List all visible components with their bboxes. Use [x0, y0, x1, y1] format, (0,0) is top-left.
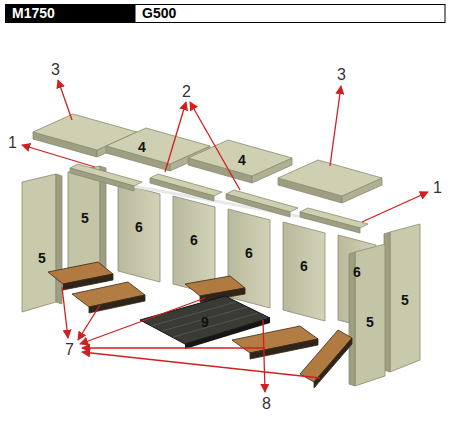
part-number: 5 [81, 211, 89, 225]
part-number: 6 [353, 265, 361, 279]
leader-arrow [22, 80, 428, 392]
model-name: G500 [142, 6, 176, 20]
header-cell [5, 4, 135, 23]
callout-number: 1 [8, 135, 17, 151]
part-number: 6 [245, 246, 253, 260]
part-number: 6 [135, 220, 143, 234]
part-number: 6 [190, 233, 198, 247]
callout-number: 7 [65, 342, 74, 358]
part-number: 5 [366, 315, 374, 329]
grate [140, 296, 270, 349]
part-number: 5 [38, 251, 46, 265]
side-panels [349, 224, 420, 386]
part-number: 4 [238, 153, 246, 167]
floor-bricks [48, 262, 352, 388]
model-code: M1750 [12, 6, 55, 20]
part-number: 9 [201, 315, 209, 329]
callout-number: 2 [182, 84, 191, 100]
part-number: 6 [300, 259, 308, 273]
header-cell [135, 5, 445, 23]
part-number: 5 [401, 293, 409, 307]
callout-number: 1 [433, 180, 442, 196]
callout-number: 3 [337, 67, 346, 83]
callout-number: 8 [262, 396, 271, 412]
part-number: 4 [138, 140, 146, 154]
callout-number: 3 [51, 62, 60, 78]
